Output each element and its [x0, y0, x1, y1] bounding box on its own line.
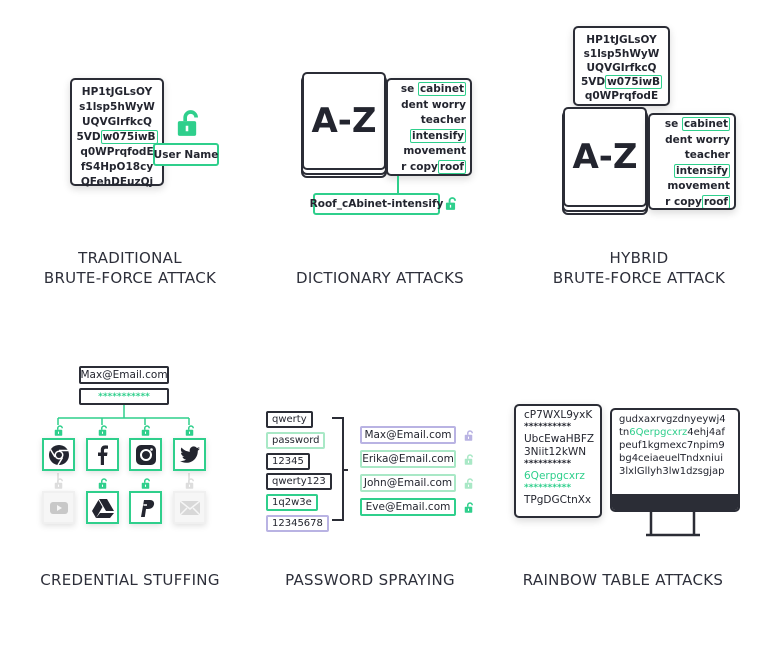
unlock-icon [464, 502, 473, 513]
password-item: password [266, 431, 326, 449]
password-item: 1q2w3e [266, 494, 318, 512]
email-item: Erika@Email.com [360, 450, 456, 468]
chrome-tile [42, 438, 75, 471]
monitor: gudxaxrvgzdnyeywj4 tn6Qerpgcxrz4ehj4af p… [610, 408, 740, 512]
table-row: ********** [524, 483, 572, 493]
table-row: ********** [524, 422, 572, 432]
instagram-tile [129, 438, 162, 471]
title-line-1: HYBRID [609, 249, 669, 267]
unlock-icon [98, 478, 107, 489]
password-item: qwerty [266, 411, 313, 428]
table-row: 3Niit12kWN [524, 446, 587, 458]
table-row: 6Qerpgcxrz [524, 470, 585, 482]
word-line: dent worry [401, 98, 466, 111]
title: CREDENTIAL STUFFING [40, 571, 220, 589]
table-row: UbcEwaHBFZ [524, 433, 595, 445]
unlock-icon [464, 478, 473, 489]
table-row: cP7WXL9yxK [524, 409, 593, 421]
email-item: Max@Email.com [360, 426, 456, 444]
monitor-bezel [612, 494, 738, 510]
wordlist-card: se cabinet dent worry teacher intensify move… [648, 113, 736, 210]
highlighted-word: cabinet [681, 117, 730, 131]
title-line-2: BRUTE-FORCE ATTACK [552, 269, 726, 287]
word-line: intensify [650, 163, 730, 180]
word-line: ythm tidy [388, 175, 466, 176]
facebook-tile [86, 438, 119, 471]
unlock-icon [54, 478, 63, 489]
unlock-icon [445, 197, 456, 210]
google-drive-icon [91, 498, 114, 518]
username-label: User Name [153, 143, 219, 166]
matched-hash: 6Qerpgcxrz [629, 427, 688, 438]
word-line: se cabinet [664, 117, 730, 131]
password-item: 12345678 [266, 515, 329, 532]
unlock-icon [98, 425, 107, 436]
title: DICTIONARY ATTACKS [296, 269, 464, 287]
dictionary-book: A-Z [302, 72, 386, 170]
word-line: teacher [684, 149, 730, 161]
google-drive-tile [86, 491, 119, 524]
instagram-icon [135, 444, 156, 465]
word-line: se cabinet [400, 82, 466, 96]
word-line: movement [403, 145, 466, 157]
twitter-tile [173, 438, 206, 471]
word-line: dent worry [665, 133, 730, 146]
email-item: John@Email.com [360, 474, 456, 492]
unlock-icon [54, 425, 63, 436]
title-line-2: BRUTE-FORCE ATTACK [43, 269, 217, 287]
word-line: movement [667, 180, 730, 192]
bracket [332, 417, 348, 521]
paypal-tile [129, 491, 162, 524]
chrome-icon [48, 444, 69, 465]
email-item: Eve@Email.com [360, 498, 456, 516]
unlock-icon [185, 478, 194, 489]
dictionary-book: A-Z [563, 107, 647, 207]
unlock-icon [464, 454, 473, 465]
unlock-icon [141, 478, 150, 489]
wordlist-card: se cabinet dent worry teacher intensify move… [386, 78, 472, 176]
generated-password: Roof_cAbinet-intensify [310, 193, 443, 215]
unlock-icon [141, 425, 150, 436]
highlighted-match: w075iwB [100, 130, 158, 144]
mail-icon [178, 499, 201, 516]
table-row: ********** [524, 459, 572, 469]
highlighted-word: intensify [410, 128, 466, 143]
title: PASSWORD SPRAYING [285, 571, 455, 589]
highlighted-word: roof [701, 194, 730, 208]
connector-line [397, 176, 399, 194]
word-line: intensify [388, 128, 466, 145]
screen-text: gudxaxrvgzdnyeywj4 tn6Qerpgcxrz4ehj4af p… [619, 414, 726, 477]
table-row: TPgDGCtnXx [524, 494, 592, 506]
facebook-icon [97, 444, 108, 465]
email-field: Max@Email.com [79, 366, 169, 384]
monitor-stand [646, 512, 700, 537]
password-field: *********** [79, 388, 169, 405]
paypal-icon [140, 499, 154, 517]
mail-tile [173, 491, 206, 524]
youtube-tile [42, 491, 75, 524]
highlighted-word: cabinet [417, 82, 466, 96]
title-line-1: TRADITIONAL [78, 249, 182, 267]
word-line: teacher [420, 114, 466, 126]
unlock-icon [185, 425, 194, 436]
password-item: 12345 [266, 452, 310, 470]
twitter-icon [179, 445, 200, 463]
highlighted-match: w075iwB [605, 75, 663, 89]
youtube-icon [49, 501, 68, 514]
highlighted-word: roof [437, 159, 466, 174]
unlock-icon [464, 430, 473, 441]
password-item: qwerty123 [266, 473, 332, 491]
title: RAINBOW TABLE ATTACKS [522, 571, 724, 589]
highlighted-word: intensify [674, 163, 730, 178]
